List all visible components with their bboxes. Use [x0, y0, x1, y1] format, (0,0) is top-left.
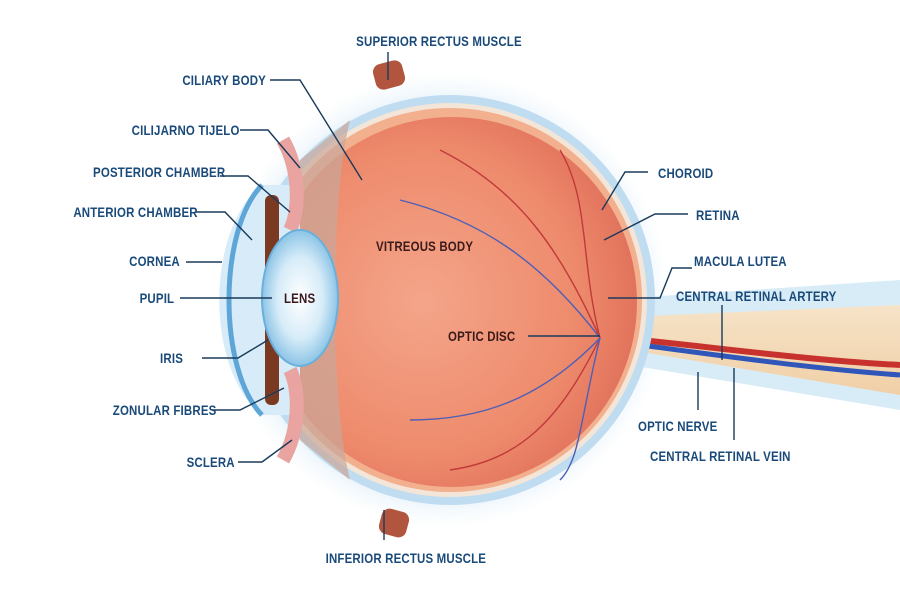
label-posterior-chamber: POSTERIOR CHAMBER	[93, 164, 226, 180]
label-retina: RETINA	[696, 207, 740, 223]
label-central-retinal-artery: CENTRAL RETINAL ARTERY	[676, 288, 837, 304]
leader-lines	[180, 52, 735, 540]
retinal-vessels	[399, 149, 601, 481]
label-iris: IRIS	[160, 350, 184, 366]
label-inferior-rectus: INFERIOR RECTUS MUSCLE	[325, 550, 487, 566]
label-ciliary-body: CILIARY BODY	[182, 72, 266, 88]
label-superior-rectus: SUPERIOR RECTUS MUSCLE	[356, 33, 522, 49]
label-pupil: PUPIL	[139, 290, 175, 306]
label-choroid: CHOROID	[658, 165, 714, 181]
label-zonular-fibres: ZONULAR FIBRES	[112, 402, 217, 418]
rectus-muscles	[372, 60, 410, 538]
label-lens: LENS	[284, 290, 316, 306]
label-sclera: SCLERA	[186, 454, 235, 470]
label-macula-lutea: MACULA LUTEA	[694, 253, 787, 269]
label-cilijarno-tijelo: CILIJARNO TIJELO	[131, 122, 240, 138]
label-anterior-chamber: ANTERIOR CHAMBER	[73, 204, 198, 220]
label-vitreous-body: VITREOUS BODY	[376, 238, 474, 254]
label-optic-disc: OPTIC DISC	[448, 328, 516, 344]
label-optic-nerve: OPTIC NERVE	[638, 418, 718, 434]
label-cornea: CORNEA	[129, 253, 180, 269]
label-central-retinal-vein: CENTRAL RETINAL VEIN	[650, 448, 791, 464]
